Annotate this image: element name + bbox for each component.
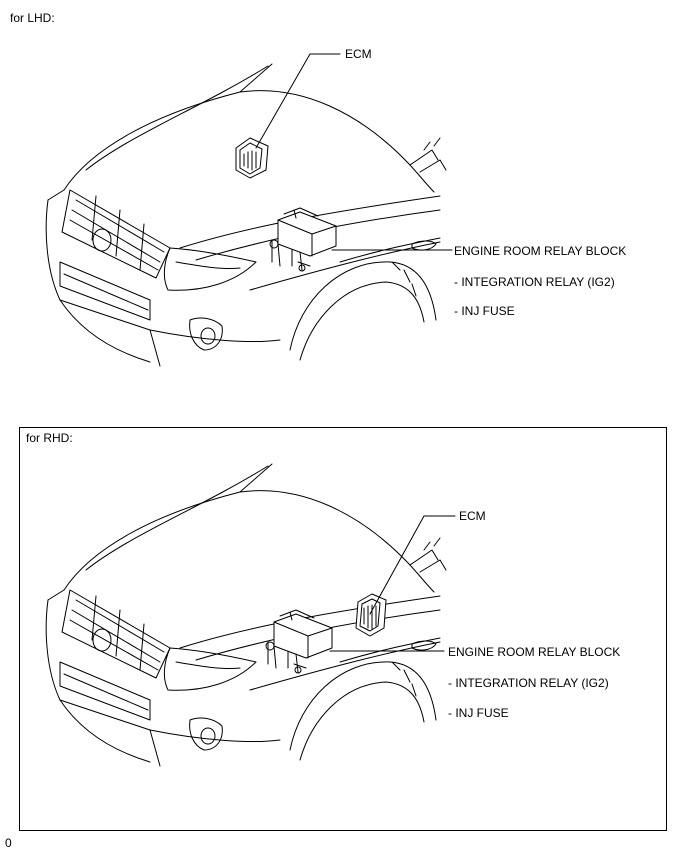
lhd-vehicle-illustration <box>45 53 453 367</box>
car-outline-stroke <box>47 189 65 201</box>
car-outline-stroke <box>45 599 151 763</box>
car-outline-stroke <box>289 661 437 751</box>
car-outline-stroke <box>63 273 149 311</box>
car-outline-stroke <box>91 595 145 671</box>
rhd-ecm-unit <box>355 593 387 637</box>
car-outline-stroke <box>189 717 223 751</box>
rhd-relay-block <box>265 609 333 674</box>
car-outline-stroke <box>69 599 165 671</box>
lhd-relay-block <box>269 207 337 272</box>
car-outline-stroke <box>423 137 441 151</box>
car-outline-stroke <box>423 537 441 551</box>
lhd-relay-block-label: ENGINE ROOM RELAY BLOCK <box>454 244 627 258</box>
car-outline-stroke <box>47 589 65 601</box>
rhd-inj-fuse-label: - INJ FUSE <box>448 706 509 720</box>
lhd-inj-fuse-label: - INJ FUSE <box>454 304 515 318</box>
car-outline-stroke <box>409 149 447 173</box>
car-outline-stroke <box>61 589 171 679</box>
rhd-vehicle-illustration <box>45 463 456 767</box>
car-outline-stroke <box>149 329 281 343</box>
lhd-car-body <box>45 63 447 367</box>
lhd-integration-relay-label: - INTEGRATION RELAY (IG2) <box>454 275 615 289</box>
car-outline-stroke <box>391 261 417 297</box>
car-outline-stroke <box>409 549 447 573</box>
car-outline-stroke <box>85 465 269 571</box>
car-outline-stroke <box>239 463 273 493</box>
lhd-ecm-leader <box>255 53 341 149</box>
car-outline-stroke <box>59 261 151 321</box>
fog-lamp-lens <box>200 727 216 745</box>
car-outline-stroke <box>59 299 161 367</box>
car-outline-stroke <box>239 63 273 93</box>
lhd-ecm-unit <box>235 137 269 179</box>
car-outline-stroke <box>289 261 437 351</box>
car-outline-stroke <box>63 490 435 593</box>
car-outline-stroke <box>299 281 425 361</box>
lhd-heading: for LHD: <box>10 11 55 25</box>
car-outline-stroke <box>45 199 151 363</box>
rhd-ecm-leader <box>369 515 456 615</box>
car-outline-stroke <box>91 195 145 271</box>
car-outline-stroke <box>189 317 223 351</box>
car-outline-stroke <box>85 65 269 171</box>
rhd-panel-frame <box>19 427 667 831</box>
car-outline-stroke <box>339 637 441 663</box>
fog-lamp-lens <box>200 327 216 345</box>
car-outline-stroke <box>61 189 171 279</box>
car-outline-stroke <box>175 261 241 270</box>
rhd-heading: for RHD: <box>26 431 73 445</box>
rhd-car-body <box>45 463 447 767</box>
car-outline-stroke <box>175 661 241 670</box>
car-outline-stroke <box>59 661 151 721</box>
car-outline-stroke <box>411 640 437 651</box>
rhd-ecm-label: ECM <box>459 509 486 523</box>
car-outline-stroke <box>249 641 441 691</box>
lhd-ecm-label: ECM <box>345 47 372 61</box>
car-outline-stroke <box>391 661 417 697</box>
grille-emblem <box>92 228 112 252</box>
car-outline-stroke <box>339 237 441 263</box>
car-outline-stroke <box>249 241 441 291</box>
car-outline-stroke <box>163 647 257 691</box>
car-outline-stroke <box>299 681 425 761</box>
grille-emblem <box>92 628 112 652</box>
car-outline-stroke <box>163 247 257 291</box>
rhd-integration-relay-label: - INTEGRATION RELAY (IG2) <box>448 676 609 690</box>
rhd-relay-block-label: ENGINE ROOM RELAY BLOCK <box>448 645 621 659</box>
figure-code: 0 <box>5 836 12 850</box>
car-outline-stroke <box>149 729 281 743</box>
car-outline-stroke <box>59 699 161 767</box>
car-outline-stroke <box>63 673 149 711</box>
car-outline-stroke <box>69 199 165 271</box>
